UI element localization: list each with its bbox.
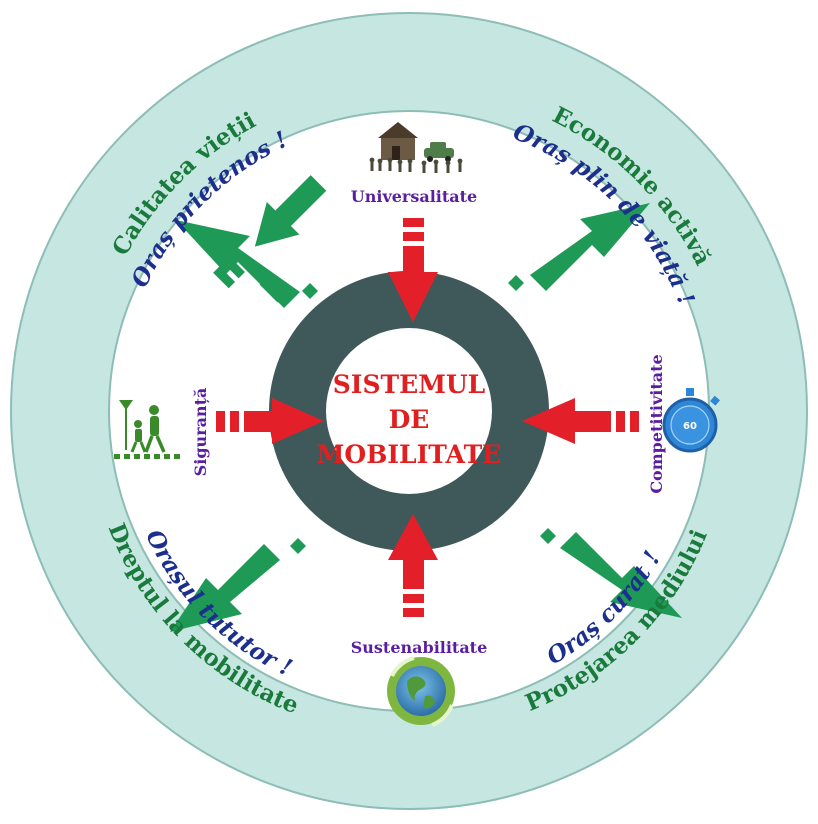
label-competitivitate: Competitivitate <box>647 354 666 493</box>
arrow-sustenabilitate-in <box>388 514 438 617</box>
label-sustenabilitate: Sustenabilitate <box>351 638 488 657</box>
center-title-line2: DE <box>389 405 430 434</box>
arrow-universalitate-in <box>388 218 438 322</box>
arrow-bottom-right-out <box>540 528 682 618</box>
arrow-competitivitate-in <box>522 398 639 444</box>
recycling-globe-icon <box>387 656 455 727</box>
center-title-line1: SISTEMUL <box>333 370 486 399</box>
mobility-core <box>326 328 492 494</box>
arrow-top-right-out <box>508 203 650 291</box>
people-house-car-icon <box>369 122 463 173</box>
green-stripes <box>259 279 283 303</box>
arrow-bottom-left-out <box>170 538 306 632</box>
arrow-siguranta-in <box>216 398 324 444</box>
pedestrian-crossing-icon <box>114 400 180 459</box>
center-title-line3: MOBILITATE <box>317 440 501 469</box>
label-universalitate: Universalitate <box>351 187 477 206</box>
stopwatch-number: 60 <box>683 421 697 432</box>
stopwatch-icon: 60 <box>662 388 720 453</box>
label-siguranta: Siguranță <box>191 388 210 477</box>
